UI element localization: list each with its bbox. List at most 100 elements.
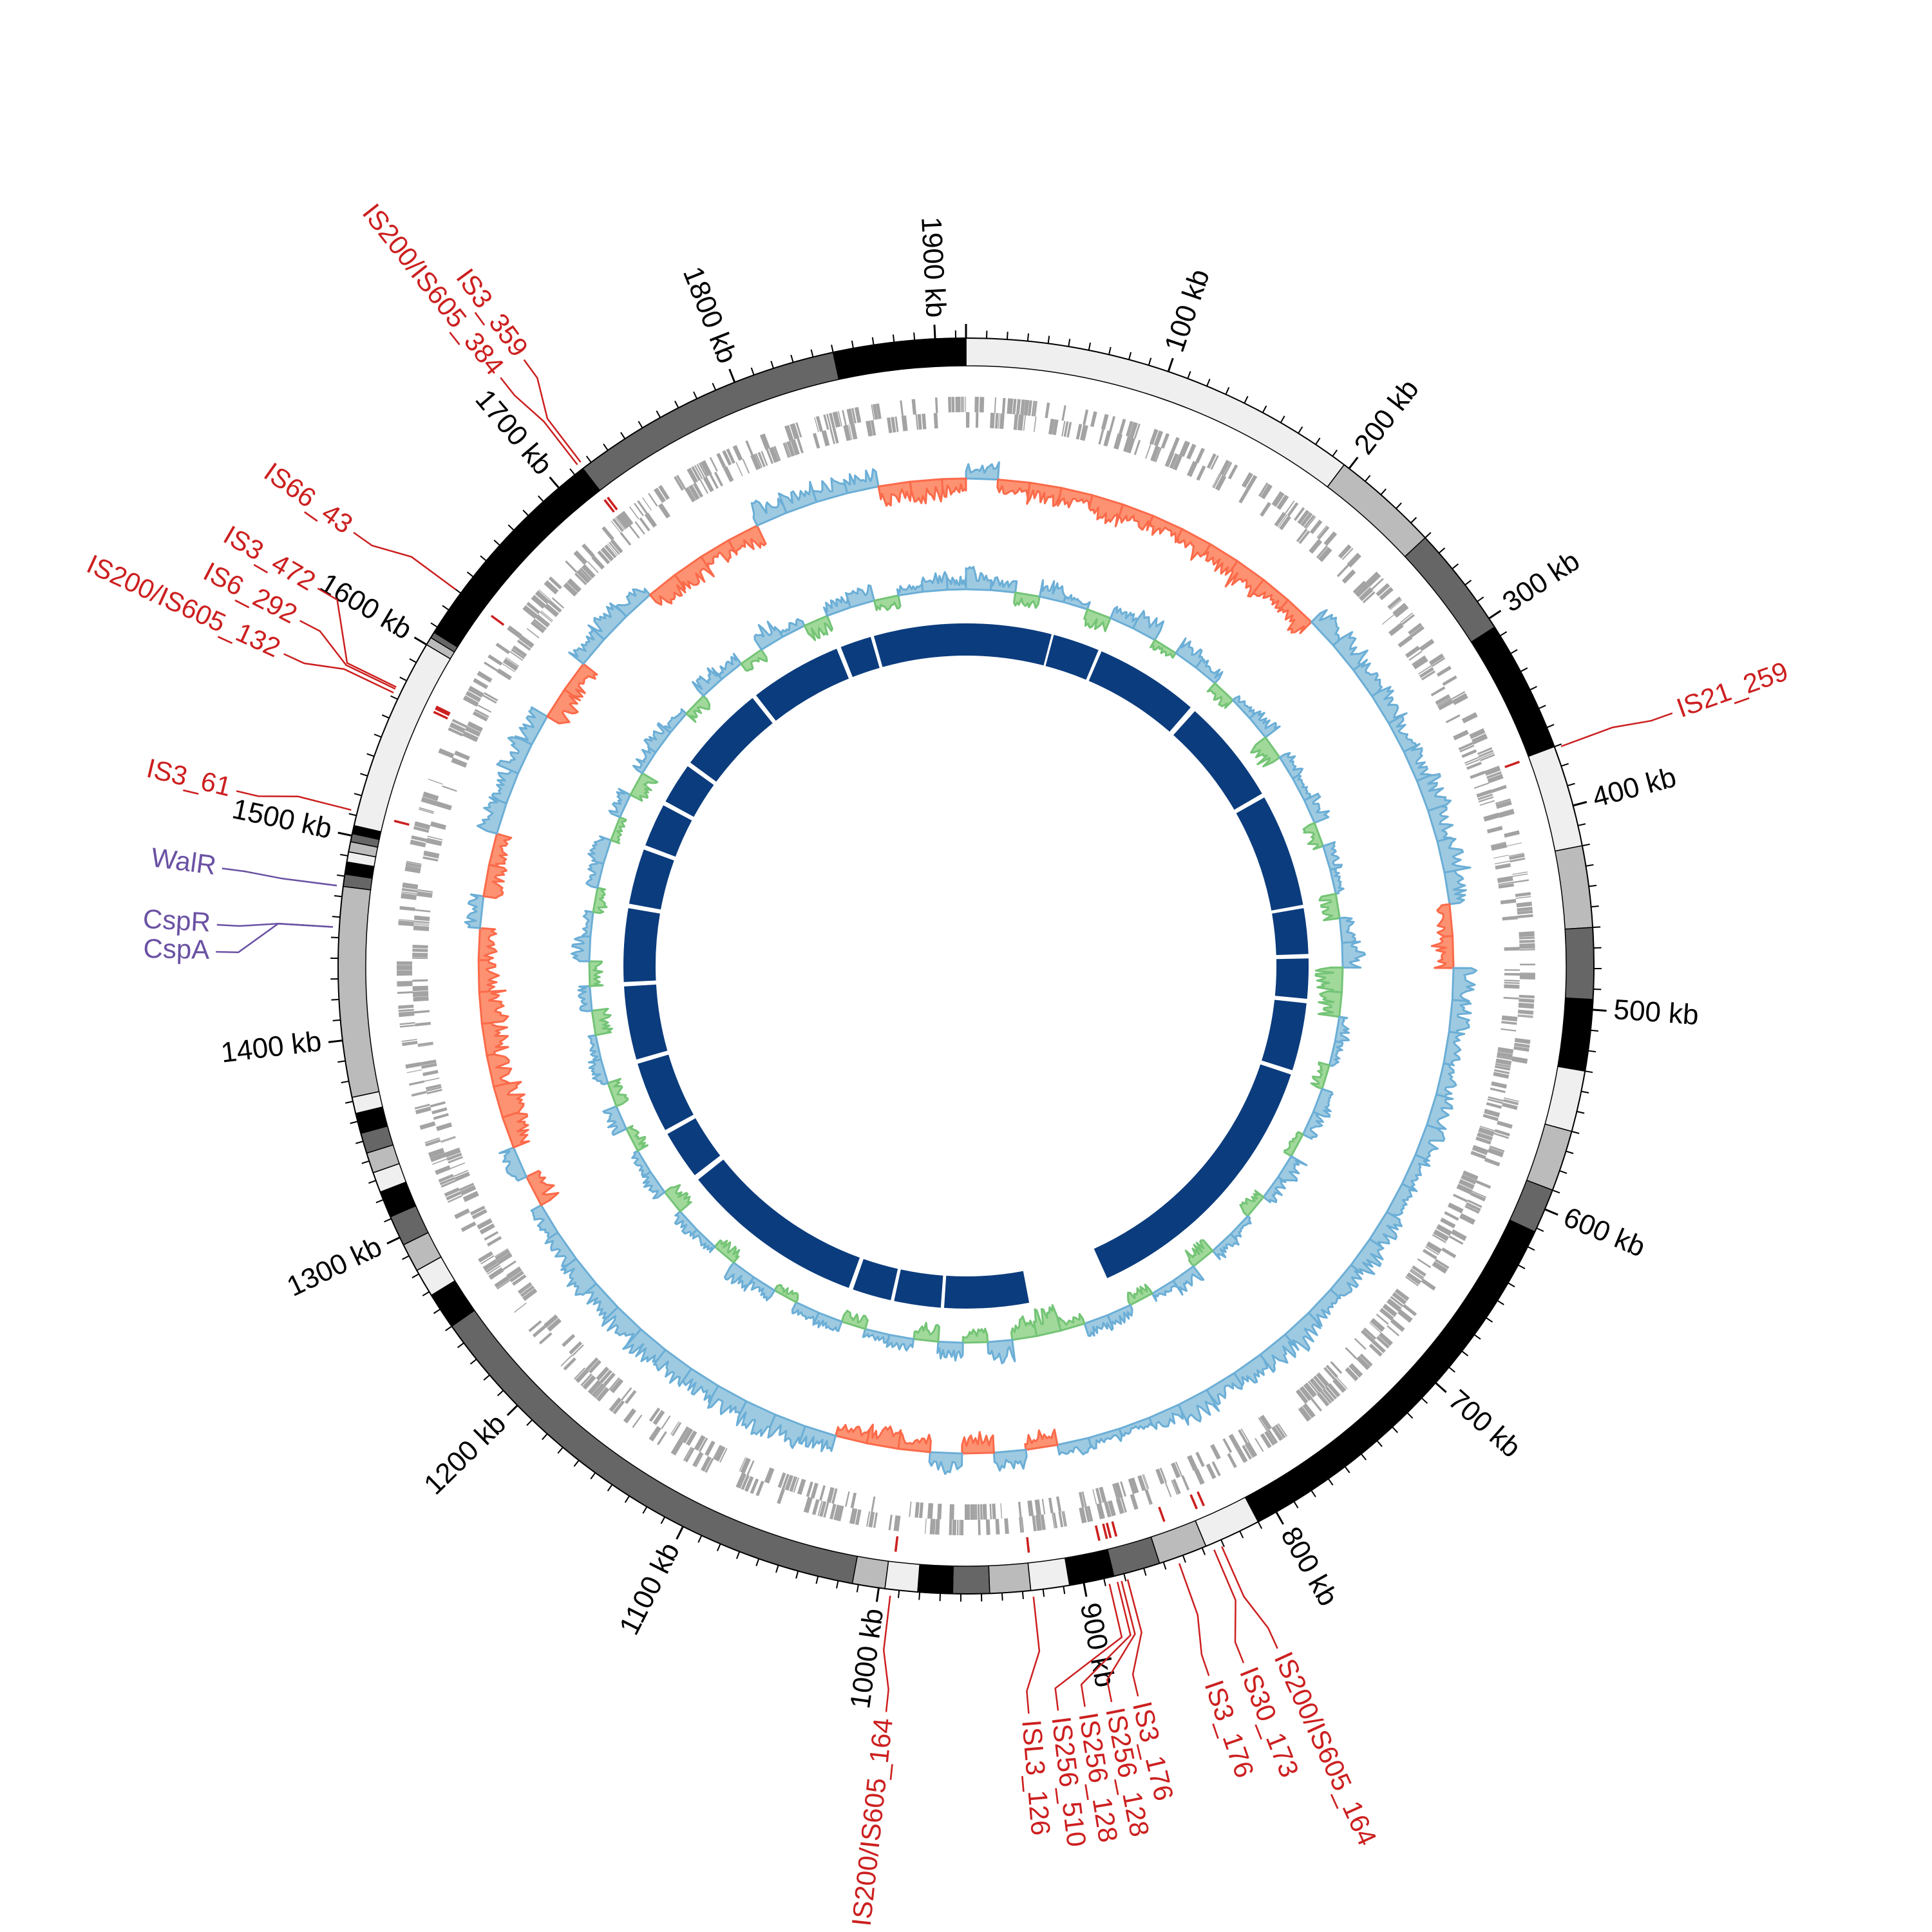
gc-skew-bin-negative — [1149, 515, 1184, 544]
minor-tick — [1520, 667, 1528, 672]
minor-tick — [1577, 1110, 1585, 1114]
tick-label: 600 kb — [1559, 1201, 1650, 1263]
minor-tick — [1448, 1367, 1455, 1373]
gc-content-bin-positive — [663, 708, 688, 734]
feature-leader-line — [523, 359, 582, 463]
gc-content-bin-positive — [602, 1105, 627, 1136]
gc-content-bin-positive — [1329, 867, 1345, 895]
gc-content-bin-negative — [592, 887, 608, 914]
gc-content-bin-positive — [1278, 752, 1303, 780]
minor-tick — [871, 337, 875, 345]
gc-content-bin-positive — [1063, 594, 1091, 611]
major-tick — [1544, 1208, 1558, 1216]
major-tick — [875, 1587, 880, 1602]
gc-skew-bin-negative — [546, 688, 582, 724]
gc-content-bin-negative — [1302, 822, 1325, 851]
gc-content-bin-negative — [1318, 893, 1341, 922]
gc-content-bin-positive — [1249, 710, 1281, 739]
gc-content-bin-positive — [920, 571, 949, 593]
feature-leader-line — [882, 1595, 891, 1712]
minor-tick — [642, 1506, 648, 1514]
gc-skew-bin-negative — [478, 989, 509, 1025]
tick-label: 1900 kb — [915, 216, 952, 318]
gc-skew-bin-positive — [1259, 1333, 1296, 1373]
gc-skew-bin-positive — [1416, 773, 1452, 812]
gc-content-bin-negative — [625, 1124, 649, 1152]
minor-tick — [337, 874, 345, 877]
minor-tick — [1187, 371, 1191, 379]
minor-tick — [1554, 743, 1562, 748]
gc-skew-bin-positive — [965, 461, 1000, 481]
minor-tick — [1047, 336, 1050, 344]
karyotype-band — [1106, 1536, 1160, 1577]
gc-content-bin-positive — [1195, 658, 1224, 685]
gc-content-bin-negative — [1206, 682, 1234, 709]
is-element-label: IS66_43 — [259, 457, 359, 540]
major-tick — [1167, 357, 1174, 372]
karyotype-band — [337, 886, 380, 1098]
gc-skew-bin-negative — [1177, 528, 1211, 561]
minor-tick — [354, 793, 362, 797]
gc-content-bin-positive — [643, 722, 672, 753]
inner-ring-segment — [1045, 634, 1099, 680]
gc-skew-bin-negative — [649, 574, 687, 606]
tick-label: 1800 kb — [677, 262, 743, 368]
gc-content-bin-positive — [886, 1334, 915, 1352]
gc-content-bin-positive — [1262, 1176, 1287, 1204]
gc-content-bin-negative — [873, 594, 902, 611]
minor-tick — [810, 349, 814, 357]
inner-ring-segment — [690, 697, 773, 782]
minor-tick — [1517, 1264, 1526, 1269]
minor-tick — [480, 555, 487, 562]
minor-tick — [457, 1342, 464, 1349]
feature-leader-line — [353, 531, 457, 591]
minor-tick — [1182, 1555, 1186, 1563]
gc-skew-bin-positive — [1206, 1372, 1243, 1406]
inner-ring-segment — [629, 849, 674, 910]
minor-tick — [1001, 1593, 1003, 1601]
feature-leader-line — [1221, 1546, 1278, 1649]
minor-tick — [1571, 1130, 1580, 1134]
minor-tick — [445, 1325, 453, 1332]
minor-tick — [430, 622, 438, 628]
gc-content-bin-negative — [610, 816, 627, 844]
gc-content-bin-positive — [1232, 695, 1256, 719]
gc-skew-bin-positive — [1436, 837, 1472, 874]
gc-content-bin-positive — [965, 565, 992, 591]
minor-tick — [1587, 1050, 1596, 1053]
minor-tick — [361, 1160, 370, 1164]
major-tick — [413, 636, 428, 646]
minor-tick — [1162, 1562, 1167, 1570]
minor-tick — [1327, 1478, 1334, 1486]
gc-content-bin-positive — [587, 1034, 602, 1062]
minor-tick — [1527, 1245, 1535, 1251]
is-element-mark — [607, 497, 618, 511]
gc-skew-bin-negative — [897, 1430, 932, 1454]
gc-skew-bin-negative — [700, 539, 737, 569]
minor-tick — [712, 383, 717, 391]
gc-skew-bin-negative — [1024, 1428, 1059, 1451]
gc-content-bin-negative — [1127, 1283, 1153, 1306]
major-tick — [1573, 800, 1587, 807]
gc-content-bin-positive — [1302, 1111, 1324, 1140]
gc-skew-bin-positive — [1087, 1428, 1123, 1450]
minor-tick — [412, 1273, 419, 1278]
gc-skew-bin-positive — [706, 1385, 748, 1416]
gc-skew-bin-negative — [961, 1431, 995, 1455]
minor-tick — [1582, 843, 1590, 847]
gc-skew-bin-positive — [491, 769, 519, 804]
karyotype-band — [1195, 1496, 1259, 1547]
gc-content-bin-negative — [740, 649, 768, 672]
gc-content-bin-positive — [641, 1171, 666, 1200]
minor-tick — [538, 495, 544, 502]
major-tick — [506, 1405, 518, 1416]
gc-skew-bin-positive — [842, 468, 880, 495]
minor-tick — [775, 1565, 779, 1573]
is-element-mark — [1504, 761, 1520, 768]
gc-skew-bin-negative — [501, 1112, 531, 1149]
minor-tick — [1392, 1426, 1398, 1434]
is-element-mark — [1026, 1537, 1030, 1553]
tick-label: 200 kb — [1348, 374, 1425, 460]
minor-tick — [693, 391, 698, 399]
gc-content-bin-negative — [591, 1007, 613, 1036]
